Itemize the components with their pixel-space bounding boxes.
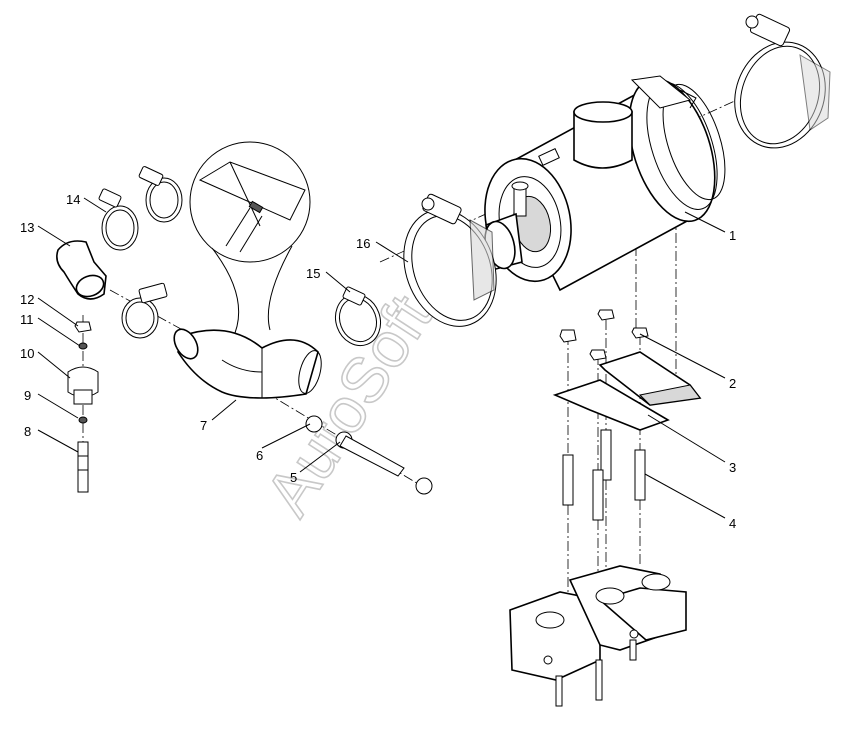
callout-8: 8 <box>24 424 31 439</box>
large-hose-clamp <box>734 13 831 149</box>
callout-12: 12 <box>20 292 34 307</box>
callout-2: 2 <box>729 376 736 391</box>
small-hose-clamp-15 <box>334 286 382 347</box>
callout-4: 4 <box>729 516 736 531</box>
studs-and-nuts-4 <box>559 309 649 521</box>
hose-clamps-14 <box>98 166 183 339</box>
rubber-elbow-13 <box>56 240 107 300</box>
callout-labels: 1 2 3 4 5 6 7 8 9 10 11 12 13 14 15 16 <box>20 192 736 531</box>
small-hose-5-and-clamps-6 <box>305 415 433 495</box>
callout-9: 9 <box>24 388 31 403</box>
callout-16: 16 <box>356 236 370 251</box>
detail-view-circle <box>189 141 311 391</box>
callout-7: 7 <box>200 418 207 433</box>
outlet-pipe-and-clamp-16 <box>403 193 523 327</box>
support-fasteners <box>67 321 99 493</box>
cylinder-heads <box>509 565 687 707</box>
intake-elbow-hose-7 <box>173 328 322 399</box>
leader-lines <box>37 197 726 519</box>
callout-10: 10 <box>20 346 34 361</box>
callout-13: 13 <box>20 220 34 235</box>
callout-11: 11 <box>20 312 34 327</box>
callout-14: 14 <box>66 192 80 207</box>
mounting-brackets <box>552 351 702 431</box>
air-filter-housing <box>484 75 726 292</box>
callout-6: 6 <box>256 448 263 463</box>
callout-3: 3 <box>729 460 736 475</box>
callout-15: 15 <box>306 266 320 281</box>
callout-1: 1 <box>729 228 736 243</box>
callout-5: 5 <box>290 470 297 485</box>
